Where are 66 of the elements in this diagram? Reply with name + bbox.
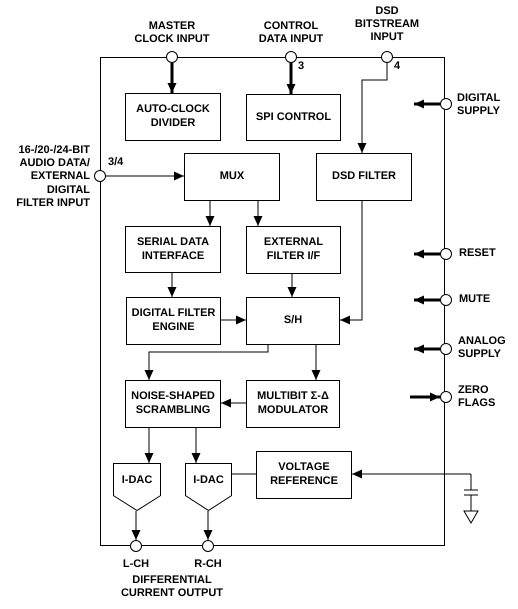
arrow bbox=[414, 296, 440, 304]
arrow bbox=[220, 316, 246, 324]
block-label: VOLTAGE REFERENCE bbox=[269, 461, 339, 489]
arrow bbox=[414, 100, 440, 108]
arrow bbox=[414, 250, 440, 258]
block-label: DIGITAL FILTER ENGINE bbox=[131, 307, 216, 335]
arrow bbox=[168, 63, 176, 93]
function-block bbox=[256, 451, 352, 499]
arrow bbox=[312, 344, 320, 380]
pin-label: L-CH bbox=[122, 558, 150, 572]
pin-label: MASTER CLOCK INPUT bbox=[133, 20, 211, 46]
function-block bbox=[316, 153, 412, 201]
pin-label: MUTE bbox=[459, 293, 492, 306]
block-label: AUTO-CLOCK DIVIDER bbox=[135, 103, 211, 131]
arrow bbox=[352, 470, 472, 478]
function-block bbox=[125, 93, 221, 141]
block-label: MULTIBIT Σ-Δ MODULATOR bbox=[256, 390, 330, 418]
block-label: DSD FILTER bbox=[332, 170, 396, 184]
arrow bbox=[132, 510, 140, 540]
block-label: SERIAL DATA INTERFACE bbox=[136, 236, 210, 264]
pin-label: ANALOG SUPPLY bbox=[458, 335, 507, 362]
block-label: EXTERNAL FILTER I/F bbox=[262, 236, 324, 264]
arrow bbox=[288, 274, 296, 298]
pin-label: DIGITAL SUPPLY bbox=[457, 92, 502, 118]
pin-label: CONTROL DATA INPUT bbox=[258, 20, 324, 46]
pin-label: 16-/20-/24-BIT AUDIO DATA/ EXTERNAL DIGITAL FILTER INPUT bbox=[15, 144, 90, 210]
function-block bbox=[246, 380, 340, 428]
block-label: I-DAC bbox=[193, 474, 224, 488]
block-label: MUX bbox=[220, 170, 244, 184]
arrow bbox=[106, 172, 184, 180]
arrow bbox=[414, 344, 440, 354]
pin-label: RESET bbox=[459, 247, 497, 260]
edge-label: 3/4 bbox=[107, 157, 124, 168]
capacitor-ground-symbol bbox=[463, 474, 479, 524]
block-label: NOISE-SHAPED SCRAMBLING bbox=[130, 390, 216, 418]
arrow bbox=[206, 200, 214, 226]
block-label: S/H bbox=[284, 314, 302, 328]
dac-block bbox=[185, 463, 232, 511]
chip-outline bbox=[100, 57, 445, 546]
block-label: I-DAC bbox=[122, 474, 152, 488]
function-block bbox=[125, 380, 221, 428]
pin-label: ZERO FLAGS bbox=[458, 384, 496, 410]
arrow bbox=[220, 398, 246, 408]
output-caption: DIFFERENTIAL CURRENT OUTPUT bbox=[120, 574, 224, 600]
function-block bbox=[246, 94, 341, 141]
function-block bbox=[126, 297, 221, 345]
arrow bbox=[168, 272, 176, 298]
arrow bbox=[254, 200, 262, 226]
arrow bbox=[144, 344, 268, 380]
arrow bbox=[358, 62, 388, 154]
arrow bbox=[340, 200, 362, 324]
function-block bbox=[125, 226, 221, 273]
function-block bbox=[246, 226, 341, 274]
arrow bbox=[204, 510, 212, 540]
block-label: SPI CONTROL bbox=[256, 110, 332, 124]
arrow bbox=[192, 428, 200, 464]
pin-label: R-CH bbox=[193, 558, 223, 572]
pin-label: DSD BITSTREAM INPUT bbox=[354, 5, 420, 45]
edge-label: 3 bbox=[297, 61, 306, 72]
function-block bbox=[246, 297, 340, 345]
arrow bbox=[410, 392, 440, 402]
function-block bbox=[184, 153, 280, 201]
edge-label: 4 bbox=[393, 61, 402, 72]
arrow bbox=[144, 428, 154, 464]
arrow bbox=[286, 63, 296, 94]
dac-block bbox=[113, 463, 161, 511]
